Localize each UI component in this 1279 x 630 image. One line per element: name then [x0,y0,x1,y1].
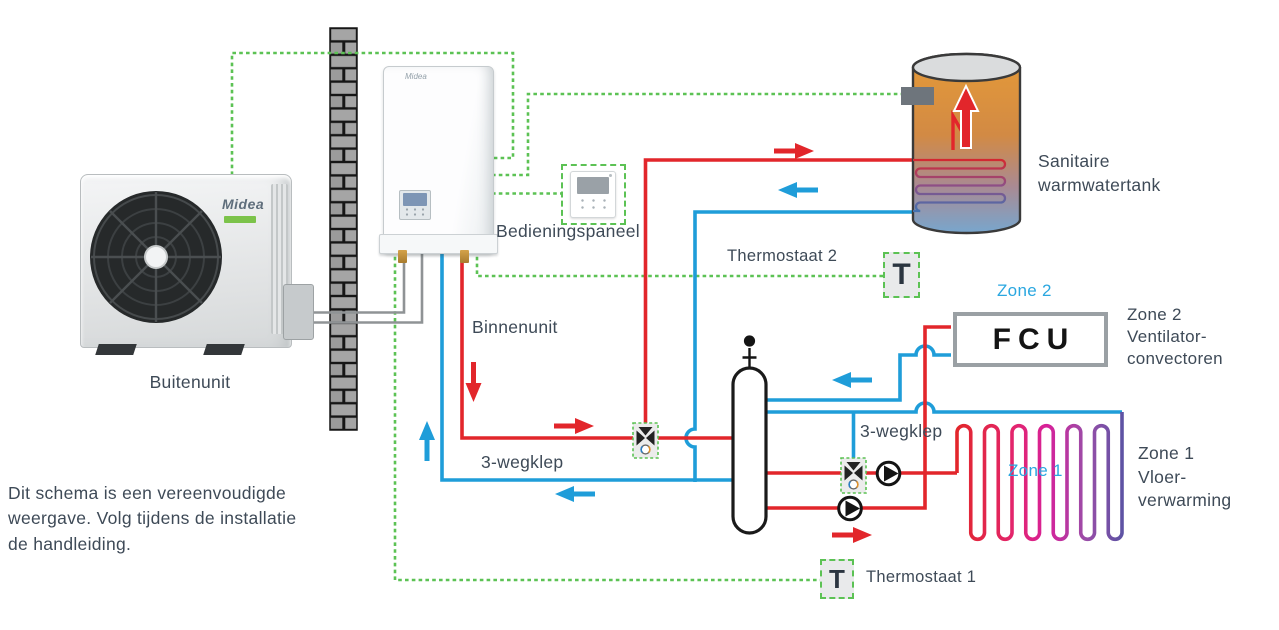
buffer-tank-body [731,366,768,535]
fan-coil-unit: FCU [953,312,1108,367]
valve1-label: 3-wegklep [481,452,564,472]
control-panel-label: Bedieningspaneel [496,221,640,241]
pump-icon [845,500,860,517]
display-screen [403,193,427,206]
fan-icon [90,191,222,323]
flow-arrow-cold-left-icon [778,182,818,198]
valve-icon [636,427,655,446]
brand-logo: Midea [222,196,265,212]
valve-detail [855,480,859,489]
disclaimer-note: Dit schema is een vereenvoudigde weergav… [8,481,296,557]
control-panel [561,164,626,225]
thermostat-symbol: T [892,258,911,291]
thermostat1-box: T [820,559,854,599]
brand-badge [224,216,256,223]
panel-screen [577,177,609,194]
indoor-unit: Midea [379,64,498,263]
refrigerant-lines [296,248,424,324]
panel-buttons [577,197,609,211]
three-way-valve-2 [840,457,867,494]
zone1-desc-line: Zone 1 [1138,443,1195,463]
note-line: Dit schema is een vereenvoudigde [8,483,287,503]
flow-arrow-hot-right-icon [554,418,594,434]
indoor-unit-label: Binnenunit [472,317,558,337]
flow-arrow-hot-down-icon [465,362,482,402]
thermostat-symbol: T [829,563,845,594]
air-vent-stem [742,348,757,368]
outdoor-unit: Midea [75,168,315,364]
unit-foot [95,344,137,355]
pipe-return-indoor [440,246,733,482]
zone2-desc-line: Zone 2 [1127,305,1182,324]
flow-arrow-hot-right-icon [774,143,814,159]
buffer-tank [731,335,768,535]
pump-zone1 [875,460,902,487]
pipe-supply-dhw [643,158,913,438]
zone1-desc-line: Vloer- [1138,466,1187,487]
wire-outdoor-indoor [230,51,515,175]
pipe-fitting [460,250,469,263]
thermostat2-box: T [883,252,920,298]
indoor-unit-body [383,66,494,254]
pipe-return-zone1 [766,401,1122,414]
dhw-tank-label-line: warmwatertank [1038,174,1161,195]
fcu-label: FCU [992,322,1076,356]
flow-arrow-cold-left-icon [832,372,872,388]
dhw-tank-label-line: Sanitaire [1038,151,1110,171]
wire-thermostat1 [393,250,820,582]
wire-thermostat2 [475,250,883,278]
three-way-valve-1 [632,422,659,459]
valve-detail [640,445,644,454]
refrigerant-line-1 [296,248,406,314]
flow-arrow-hot-right-icon [832,527,872,543]
unit-foot [203,344,245,355]
indoor-unit-tray [379,234,498,254]
zone1-tag: Zone 1 [1008,461,1063,480]
note-line: de handleiding. [8,533,132,554]
dhw-tank-top [911,52,1022,83]
valve-detail [647,445,651,454]
control-wiring [230,51,901,582]
pump-fcu [837,495,863,522]
zone1-desc-line: verwarming [1138,490,1232,510]
wall [329,27,358,431]
air-vent-icon [743,335,756,347]
flow-arrow-cold-up-icon [419,421,435,461]
wire-tank-sensor [492,92,901,177]
zone2-description: Zone 2 Ventilator- convectoren [1127,304,1223,370]
display-buttons [403,207,427,216]
control-panel-device [570,171,616,218]
note-line: weergave. Volg tijdens de installatie [8,508,297,529]
zone1-description: Zone 1 Vloer- verwarming [1138,442,1231,513]
refrigerant-line-2 [296,248,424,324]
tank-sensor [901,87,934,105]
outdoor-unit-label: Buitenunit [149,372,231,392]
panel-led [609,174,612,177]
valve-detail [848,480,852,489]
zone2-desc-line: convectoren [1127,349,1223,368]
dhw-tank-label: Sanitaire warmwatertank [1038,150,1161,197]
valve-icon [844,462,863,481]
indoor-unit-display [399,190,431,220]
valve2-label: 3-wegklep [860,421,943,441]
flow-arrow-cold-left-icon [555,486,595,502]
brand-logo: Midea [405,72,427,81]
dhw-tank [901,52,1022,235]
pipe-return-fcu [766,344,951,402]
pump-icon [884,465,899,482]
dhw-heat-exchanger-coil [913,158,1007,213]
zone2-tag: Zone 2 [997,281,1052,300]
thermostat1-label: Thermostaat 1 [866,568,977,586]
floor-heating-coil [955,412,1124,542]
thermostat2-label: Thermostaat 2 [727,247,838,265]
zone2-desc-line: Ventilator- [1127,327,1207,346]
refrigerant-connection-box [283,284,314,340]
pipe-fitting [398,250,407,263]
heating-arrow-icon [952,83,980,149]
